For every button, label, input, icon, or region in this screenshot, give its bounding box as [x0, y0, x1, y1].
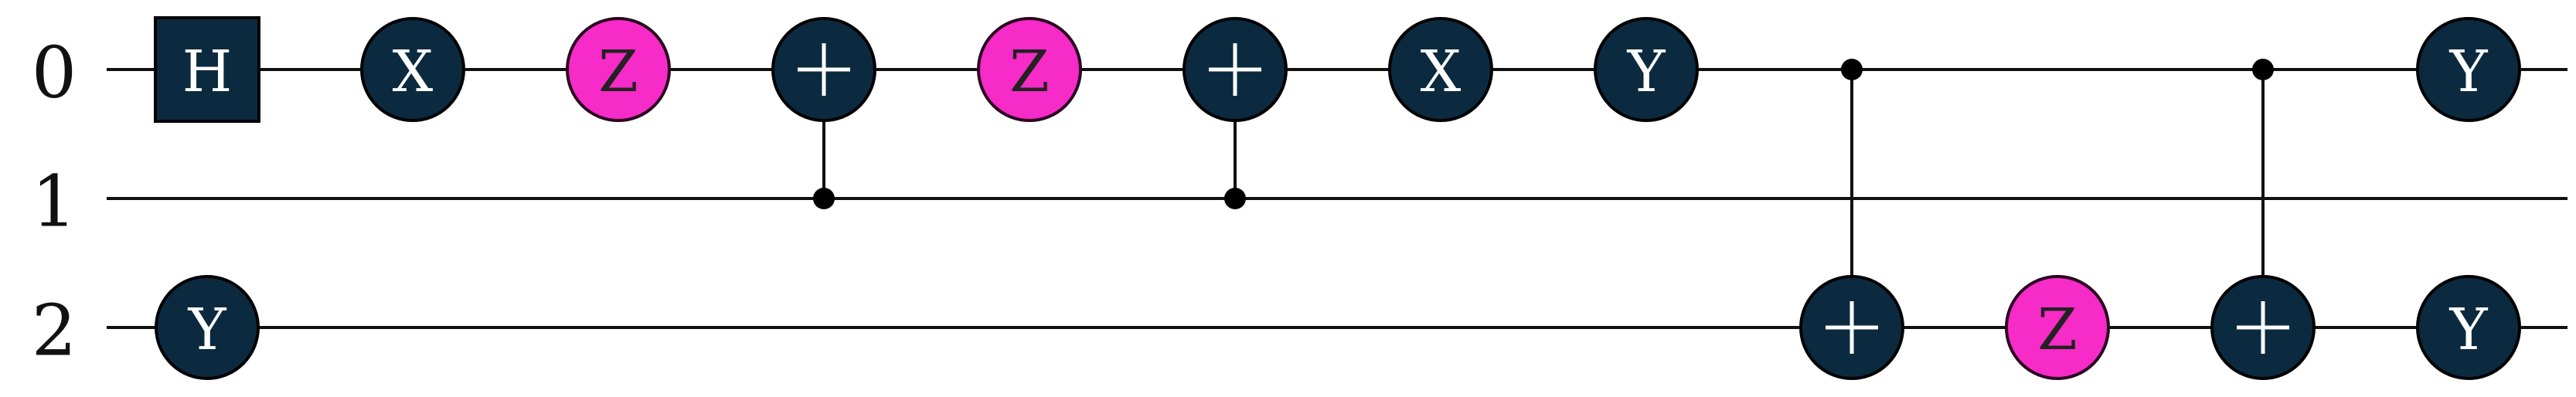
control-dot	[1841, 59, 1863, 80]
y-gate: Y	[155, 275, 260, 380]
x-gate: X	[1388, 17, 1493, 122]
cnot-target-gate	[2210, 275, 2316, 380]
h-gate: H	[154, 16, 260, 123]
qubit-label-2: 2	[32, 290, 77, 372]
z-gate: Z	[566, 17, 671, 122]
gate-label: Y	[2449, 39, 2489, 105]
gate-label: Y	[188, 297, 227, 363]
qubit-label-1: 1	[32, 161, 77, 243]
control-dot	[1224, 188, 1246, 209]
qubit-labels: 0 1 2	[32, 32, 77, 372]
z-gate: Z	[2005, 275, 2110, 380]
cnot-target-gate	[1183, 17, 1288, 122]
qubit-label-0: 0	[32, 32, 77, 114]
gate-label: Z	[598, 39, 638, 105]
gate-label: X	[1421, 39, 1462, 105]
gate-label: H	[182, 39, 233, 105]
cnot-target-gate	[1799, 275, 1904, 380]
gate-label: X	[393, 39, 434, 105]
y-gate: Y	[1594, 17, 1699, 122]
y-gate: Y	[2416, 275, 2521, 380]
gate-label: Z	[1009, 39, 1049, 105]
gate-label: Y	[1627, 39, 1666, 105]
x-gate: X	[360, 17, 465, 122]
qubit-wires	[107, 68, 2567, 329]
gates: H Y X Z Z X Y Z Y Y	[154, 16, 2521, 380]
gate-label: Y	[2449, 297, 2489, 363]
z-gate: Z	[977, 17, 1082, 122]
y-gate: Y	[2416, 17, 2521, 122]
cnot-target-gate	[771, 17, 876, 122]
gate-label: Z	[2037, 297, 2077, 363]
control-dot	[2252, 59, 2274, 80]
control-dot	[813, 188, 835, 209]
